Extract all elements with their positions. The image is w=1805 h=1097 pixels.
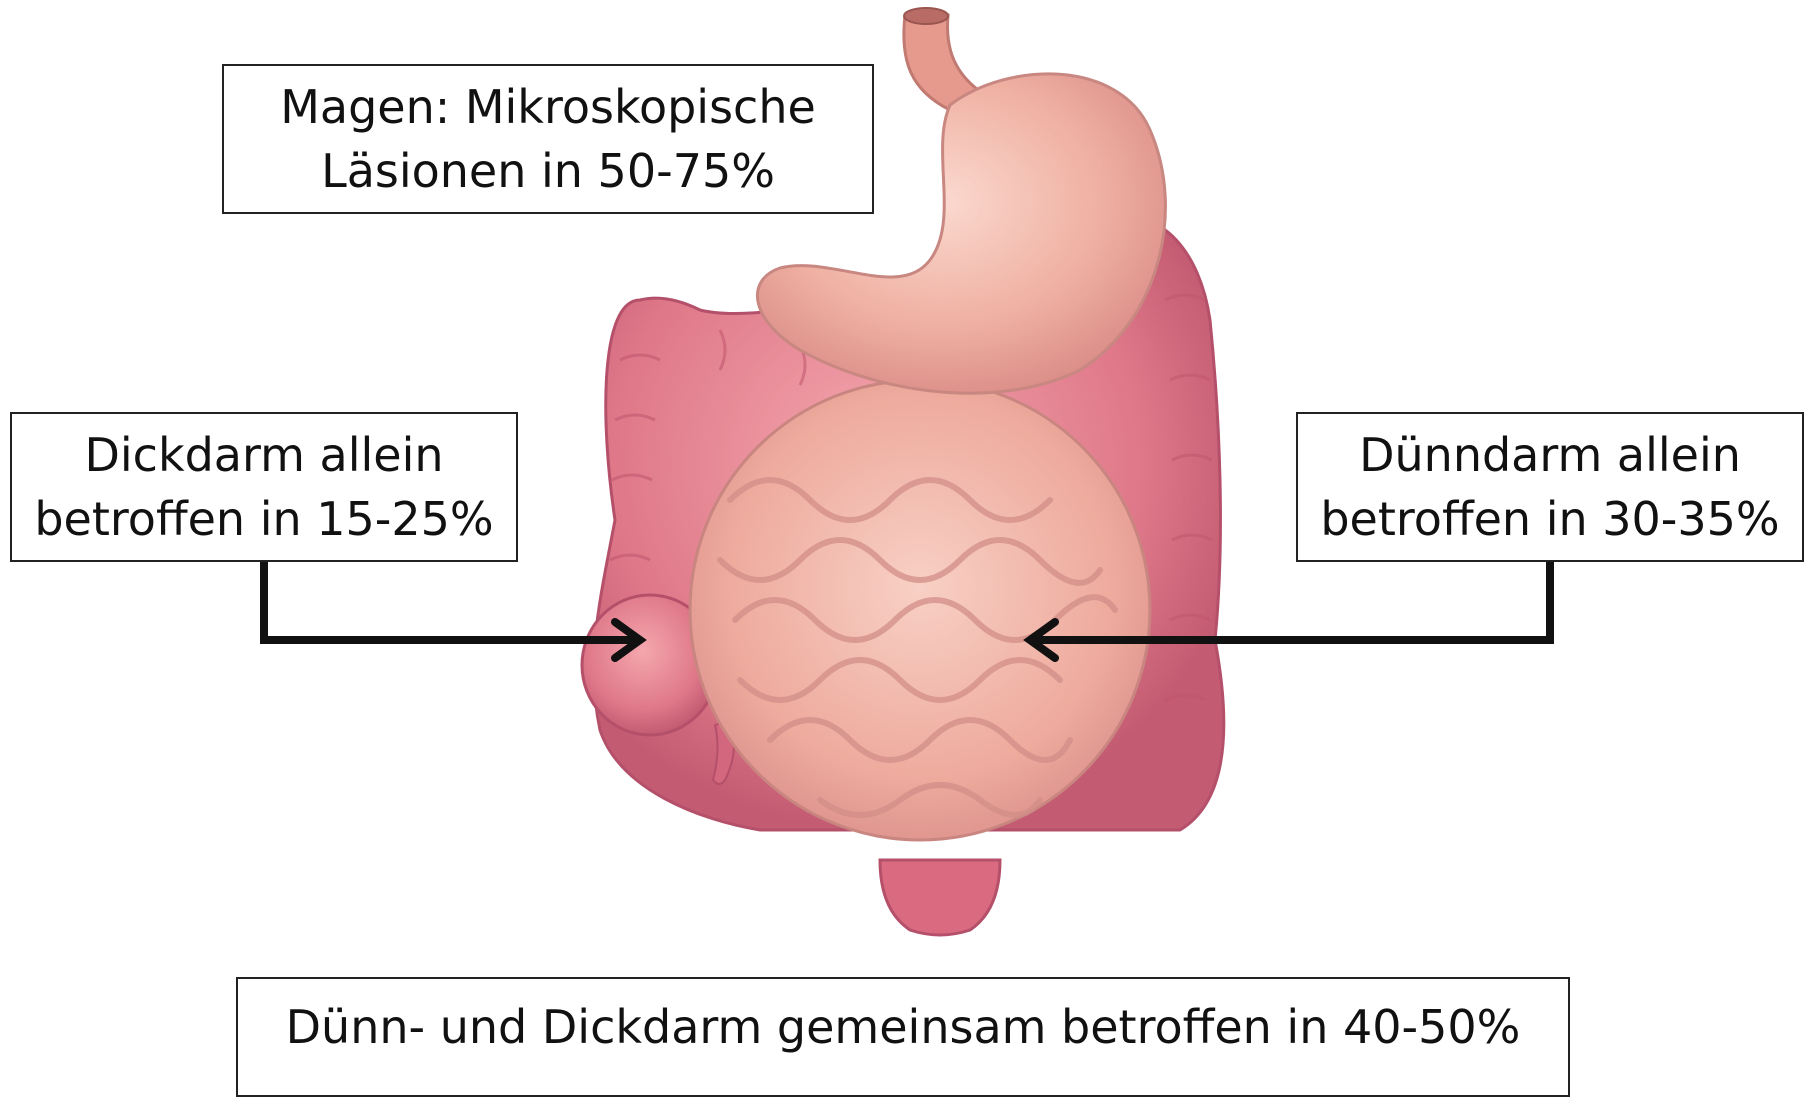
stomach-label-line-2: Läsionen in 50-75% xyxy=(321,139,775,203)
large-intestine-label-line-1: Dickdarm allein xyxy=(84,423,443,487)
combined-label-line-1: Dünn- und Dickdarm gemeinsam betroffen i… xyxy=(286,995,1521,1059)
large-intestine-label-line-2: betroffen in 15-25% xyxy=(34,487,493,551)
combined-label-box: Dünn- und Dickdarm gemeinsam betroffen i… xyxy=(236,977,1570,1097)
small-intestine-label-box: Dünndarm allein betroffen in 30-35% xyxy=(1296,412,1804,562)
stomach-label-box: Magen: Mikroskopische Läsionen in 50-75% xyxy=(222,64,874,214)
large-intestine-label-box: Dickdarm allein betroffen in 15-25% xyxy=(10,412,518,562)
small-intestine-label-line-2: betroffen in 30-35% xyxy=(1320,487,1779,551)
stomach-label-line-1: Magen: Mikroskopische xyxy=(280,75,816,139)
small-intestine-label-line-1: Dünndarm allein xyxy=(1359,423,1741,487)
arrow-large-intestine xyxy=(264,562,640,658)
small-intestine xyxy=(690,380,1150,840)
